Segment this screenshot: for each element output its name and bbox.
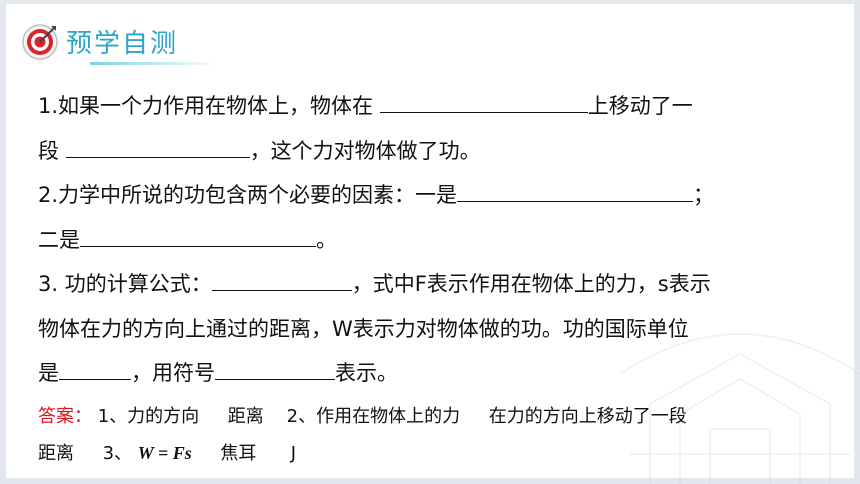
question-block: 1.如果一个力作用在物体上，物体在 上移动了一 段 ，这个力对物体做了功。 2.… [38, 84, 828, 396]
page-title: 预学自测 [66, 29, 179, 59]
fill-blank[interactable] [59, 357, 131, 380]
answer-line-1: 答案： 1、力的方向 距离 2、作用在物体上的力 在力的方向上移动了一段 [38, 406, 687, 427]
answer-block: 答案： 1、力的方向 距离 2、作用在物体上的力 在力的方向上移动了一段 距离 … [38, 398, 828, 472]
fill-blank[interactable] [211, 268, 352, 291]
question-2-line-1: 2.力学中所说的功包含两个必要的因素：一是； [38, 173, 828, 218]
target-icon [22, 24, 58, 60]
fill-blank[interactable] [379, 90, 588, 113]
question-1-line-1: 1.如果一个力作用在物体上，物体在 上移动了一 [38, 84, 828, 129]
fill-blank[interactable] [80, 224, 316, 247]
question-3-line-2: 物体在力的方向上通过的距离，W表示力对物体做的功。功的国际单位 [38, 316, 689, 341]
answer-line-2: 距离 3、 W = Fs 焦耳 J [38, 443, 296, 464]
work-formula: W = Fs [137, 443, 192, 463]
section-header: 预学自测 [20, 20, 210, 65]
right-border [854, 0, 860, 484]
question-3-line-1: 3. 功的计算公式：，式中F表示作用在物体上的力，s表示 [38, 262, 828, 307]
fill-blank[interactable] [215, 357, 335, 380]
question-2-line-2: 二是。 [38, 218, 828, 263]
fill-blank[interactable] [65, 135, 250, 158]
background-decoration [620, 333, 860, 484]
bottom-border [0, 478, 860, 484]
title-underline [90, 62, 210, 65]
answer-label: 答案： [38, 406, 92, 427]
fill-blank[interactable] [457, 179, 694, 202]
top-border [0, 0, 860, 4]
question-3-line-3: 是，用符号表示。 [38, 351, 828, 396]
left-border [0, 0, 6, 484]
question-1-line-2: 段 ，这个力对物体做了功。 [38, 129, 828, 174]
